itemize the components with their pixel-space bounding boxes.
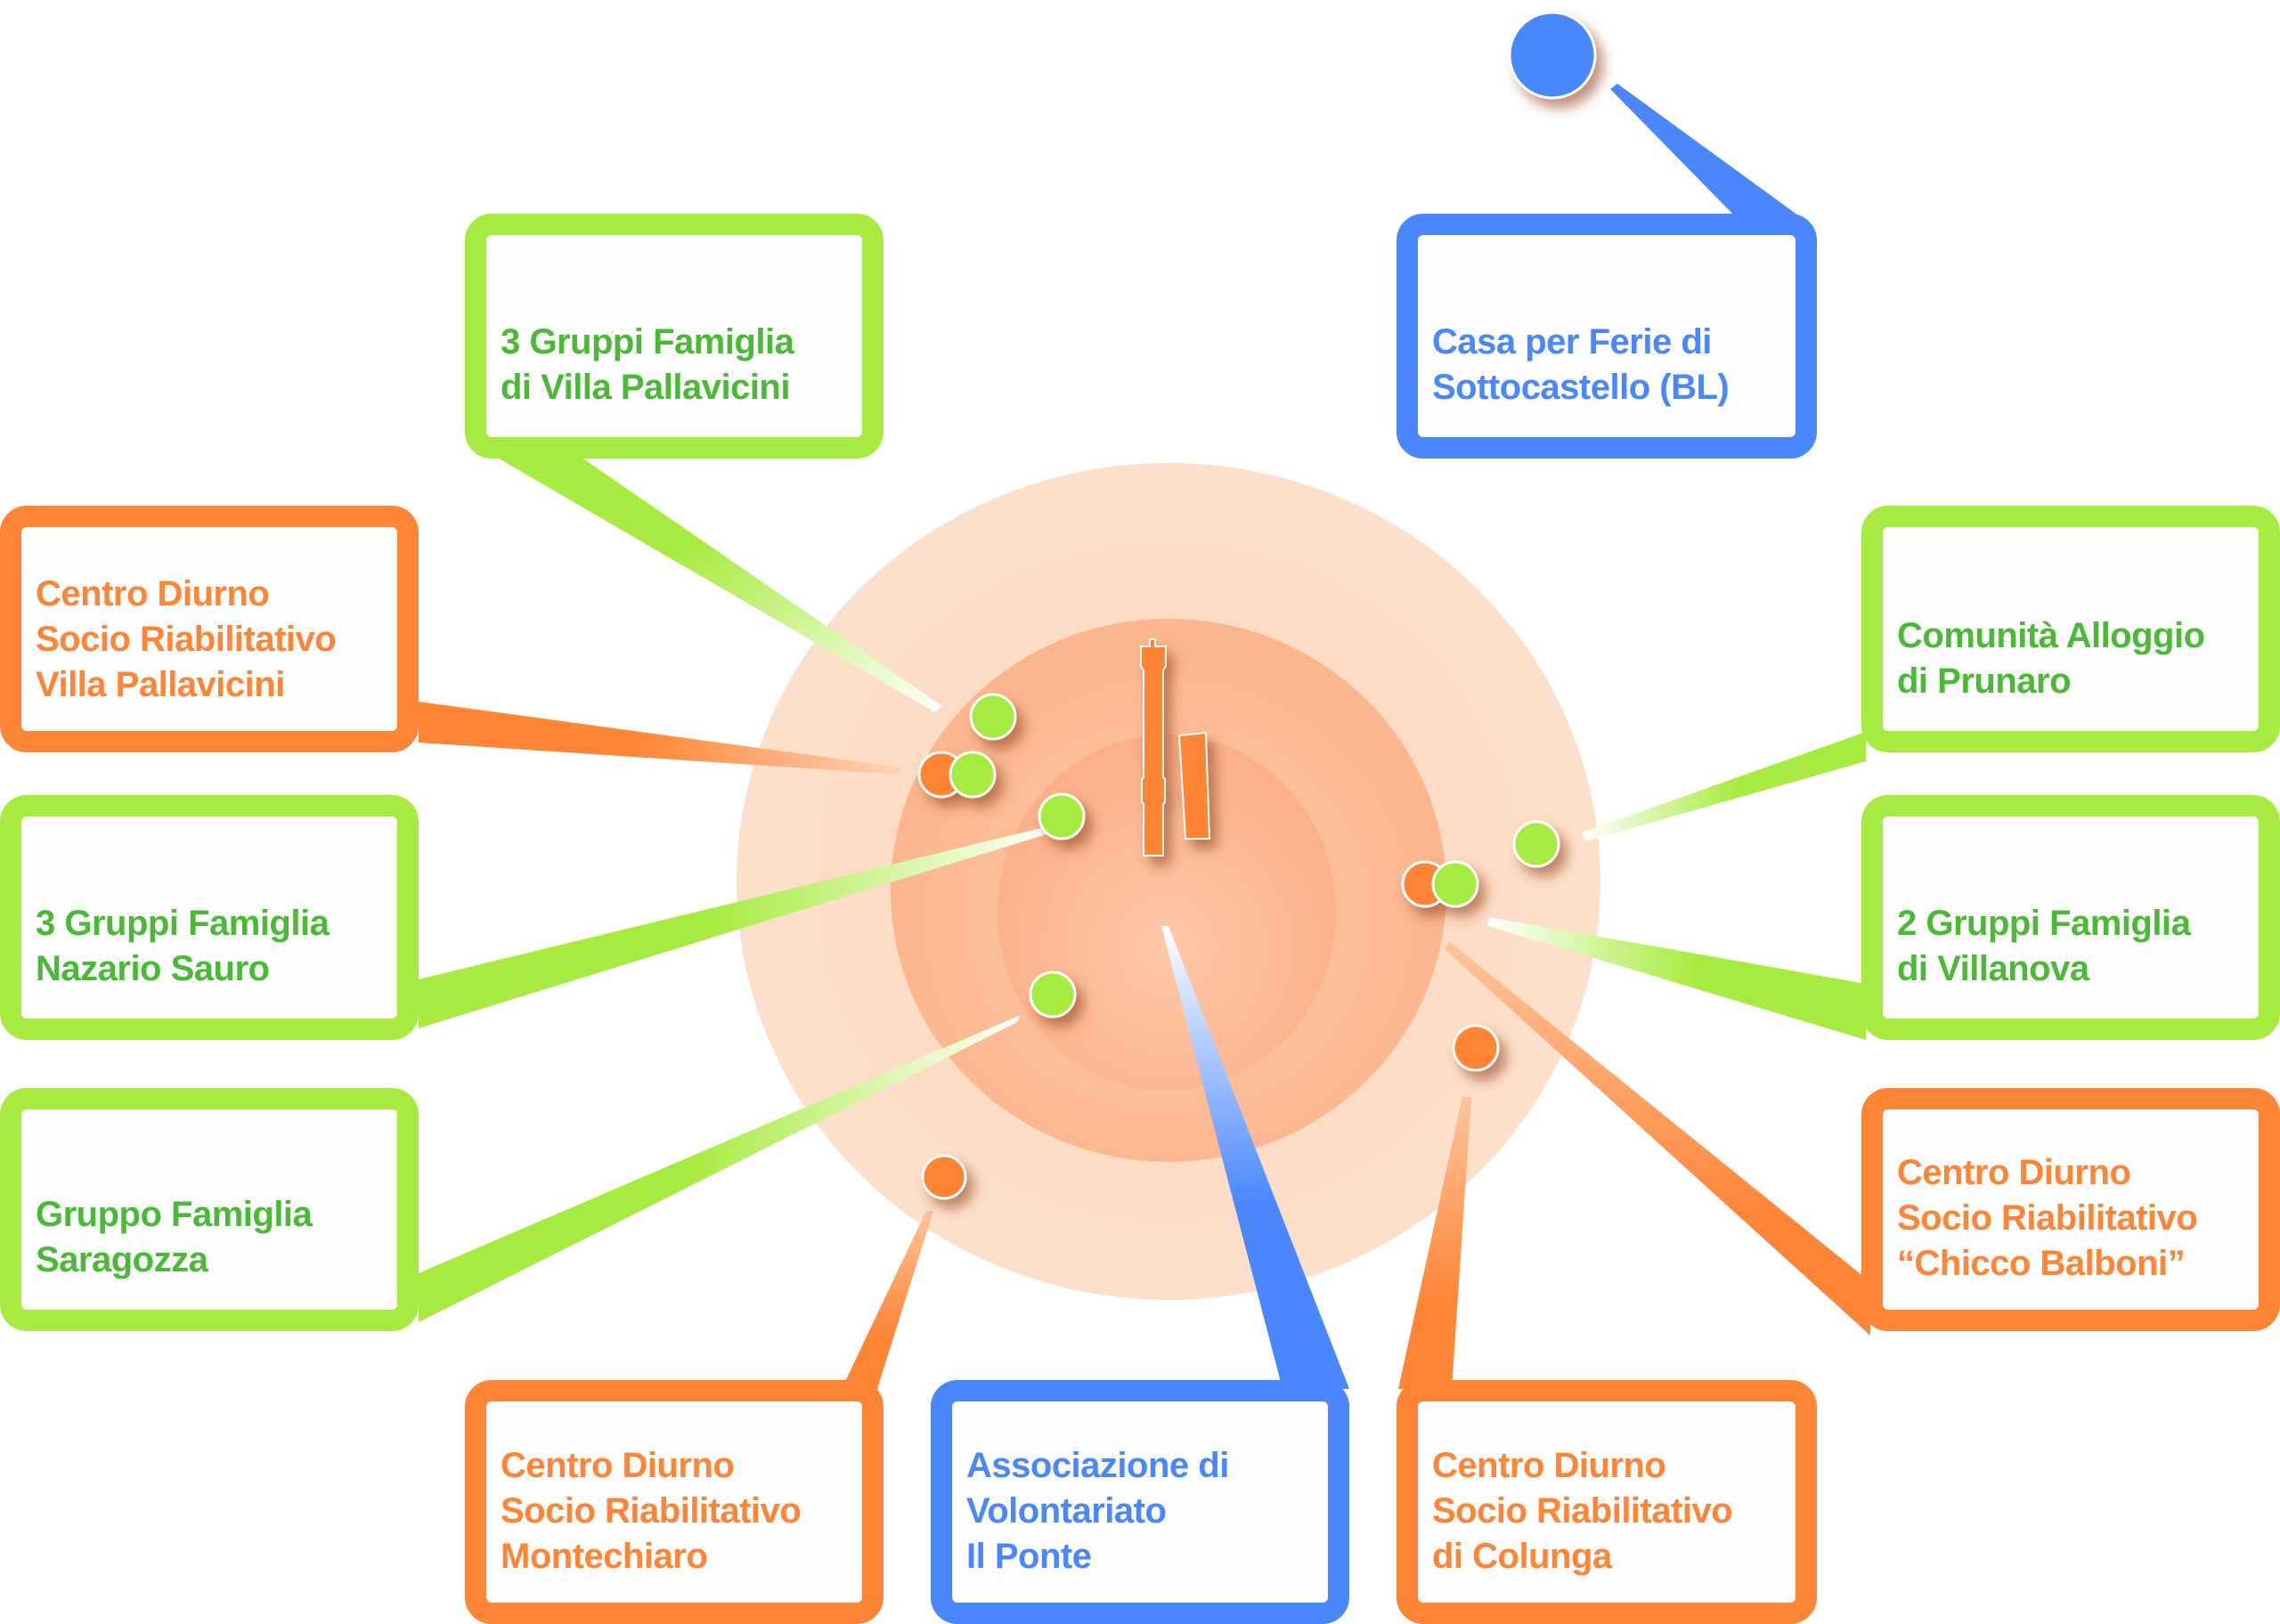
box-comunita-prunaro[interactable]: Comunità Alloggio di Prunaro — [1861, 506, 2280, 752]
marker-comunita-prunaro[interactable] — [1512, 820, 1560, 868]
box-label: 3 Gruppi Famiglia di Villa Pallavicini — [501, 322, 794, 407]
box-label: Centro Diurno Socio Riabilitativo Montec… — [501, 1446, 802, 1576]
marker-cd-colunga[interactable] — [1452, 1024, 1500, 1072]
marker-cd-montechiaro[interactable] — [921, 1154, 967, 1200]
box-cd-montechiaro[interactable]: Centro Diurno Socio Riabilitativo Montec… — [465, 1380, 884, 1624]
connector-casa-ferie — [1610, 84, 1808, 223]
box-label: 3 Gruppi Famiglia Nazario Sauro — [36, 904, 330, 988]
ring-inner — [998, 735, 1336, 1091]
two-towers-icon — [1140, 638, 1211, 857]
marker-gf-villanova[interactable] — [1431, 860, 1479, 908]
marker-gf-nazario-sauro[interactable] — [1038, 792, 1086, 840]
connector-cd-montechiaro — [842, 1211, 933, 1389]
box-cd-colunga[interactable]: Centro Diurno Socio Riabilitativo di Col… — [1396, 1380, 1817, 1624]
box-gf-saragozza[interactable]: Gruppo Famiglia Saragozza — [0, 1088, 419, 1331]
box-gf-nazario-sauro[interactable]: 3 Gruppi Famiglia Nazario Sauro — [0, 795, 419, 1040]
marker-gf-saragozza[interactable] — [1029, 970, 1077, 1019]
connector-gf-nazario-sauro — [419, 824, 1060, 1028]
box-label: 2 Gruppi Famiglia di Villanova — [1897, 904, 2191, 988]
box-label: Gruppo Famiglia Saragozza — [36, 1195, 313, 1279]
marker-gf-villa-pallavicini[interactable] — [969, 693, 1017, 741]
box-cd-villa-pallavicini[interactable]: Centro Diurno Socio Riabilitativo Villa … — [0, 506, 419, 752]
box-label: Associazione di Volontariato Il Ponte — [966, 1446, 1229, 1576]
box-label: Comunità Alloggio di Prunaro — [1897, 616, 2205, 701]
box-label: Casa per Ferie di Sottocastello (BL) — [1432, 322, 1730, 407]
connector-gf-saragozza — [419, 1015, 1021, 1322]
connector-cd-colunga — [1398, 1097, 1471, 1389]
connector-gf-villanova — [1487, 917, 1866, 1040]
connector-comunita-prunaro — [1582, 732, 1866, 841]
connector-cd-chicco-balboni — [1445, 942, 1870, 1336]
box-label: Centro Diurno Socio Riabilitativo Villa … — [36, 574, 337, 704]
box-gf-villanova[interactable]: 2 Gruppi Famiglia di Villanova — [1861, 795, 2280, 1040]
connector-cd-villa-pallavicini — [419, 702, 901, 775]
box-label: Centro Diurno Socio Riabilitativo “Chicc… — [1897, 1153, 2198, 1283]
box-casa-ferie[interactable]: Casa per Ferie di Sottocastello (BL) — [1396, 214, 1817, 459]
marker-casa-ferie[interactable] — [1508, 11, 1597, 100]
marker-gf-villa-pallavicini-2[interactable] — [949, 751, 997, 799]
box-label: Centro Diurno Socio Riabilitativo di Col… — [1432, 1446, 1733, 1576]
connector-il-ponte — [1161, 926, 1349, 1389]
box-il-ponte[interactable]: Associazione di Volontariato Il Ponte — [931, 1380, 1349, 1624]
box-gf-villa-pallavicini[interactable]: 3 Gruppi Famiglia di Villa Pallavicini — [465, 214, 884, 459]
connector-gf-villa-pallavicini — [499, 450, 942, 712]
box-cd-chicco-balboni[interactable]: Centro Diurno Socio Riabilitativo “Chicc… — [1861, 1088, 2280, 1331]
